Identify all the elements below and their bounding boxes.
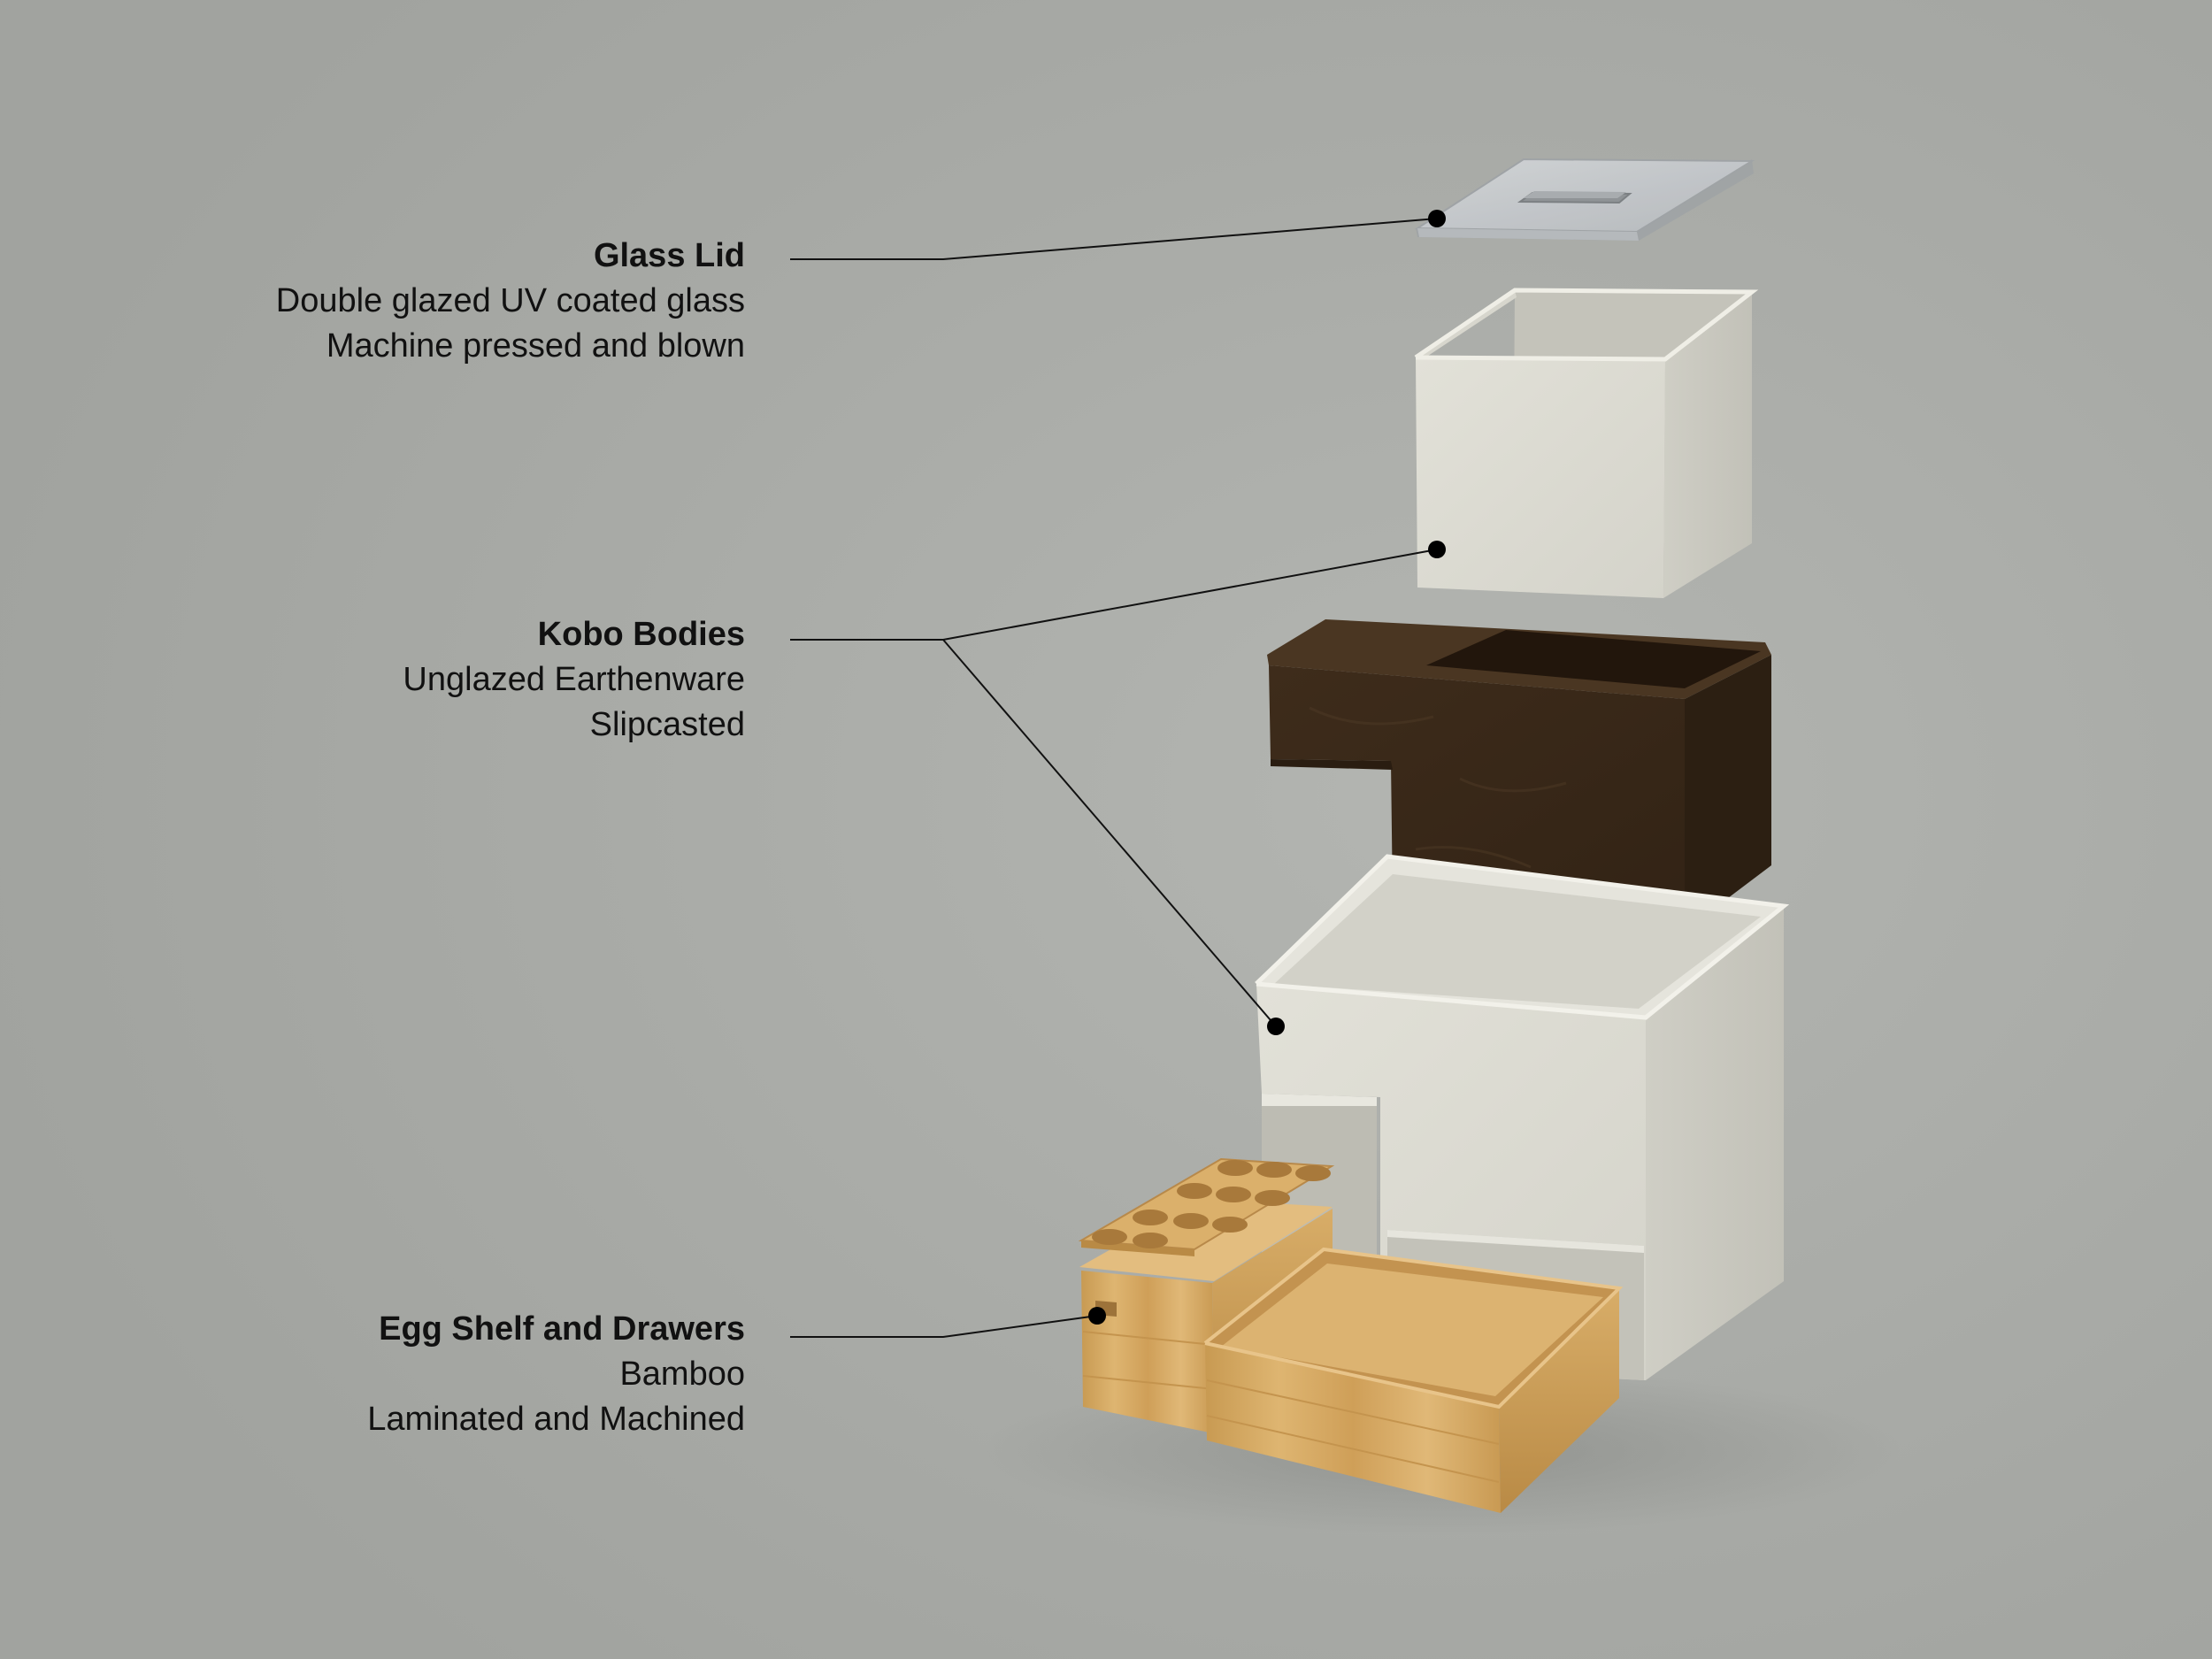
kobo-bodies-callout: Kobo Bodies Unglazed Earthenware Slipcas… bbox=[403, 612, 745, 748]
egg-shelf-line-1: Bamboo bbox=[619, 1356, 745, 1393]
egg-shelf-line-2: Laminated and Machined bbox=[367, 1401, 745, 1438]
egg-shelf-title: Egg Shelf and Drawers bbox=[379, 1310, 745, 1348]
leader-lines bbox=[790, 218, 1438, 1338]
glass-lid-dot bbox=[1428, 210, 1446, 227]
kobo-body-upper-dot bbox=[1428, 541, 1446, 558]
egg-shelf-dot bbox=[1088, 1307, 1106, 1325]
leader-line-kobo-bodies-branch bbox=[942, 639, 1277, 1027]
glass-lid-callout: Glass Lid Double glazed UV coated glass … bbox=[276, 234, 745, 369]
glass-lid-part bbox=[1414, 157, 1755, 241]
egg-shelf-callout: Egg Shelf and Drawers Bamboo Laminated a… bbox=[367, 1307, 745, 1442]
kobo-bodies-title: Kobo Bodies bbox=[537, 616, 745, 653]
leader-line-egg-shelf bbox=[790, 1315, 1098, 1338]
kobo-bodies-line-1: Unglazed Earthenware bbox=[403, 661, 745, 698]
egg-shelf-part bbox=[1078, 1157, 1335, 1256]
glass-lid-line-2: Machine pressed and blown bbox=[326, 327, 745, 365]
leader-line-glass-lid bbox=[790, 218, 1438, 260]
leader-dots bbox=[1088, 210, 1446, 1325]
earthenware-body bbox=[1267, 619, 1771, 931]
kobo-body-lower-dot bbox=[1267, 1018, 1285, 1035]
kobo-bodies-line-2: Slipcasted bbox=[589, 706, 745, 743]
large-bamboo-drawer bbox=[1203, 1247, 1624, 1513]
glass-lid-line-1: Double glazed UV coated glass bbox=[275, 282, 745, 319]
upper-ceramic-body bbox=[1414, 288, 1759, 598]
glass-lid-title: Glass Lid bbox=[593, 237, 745, 274]
